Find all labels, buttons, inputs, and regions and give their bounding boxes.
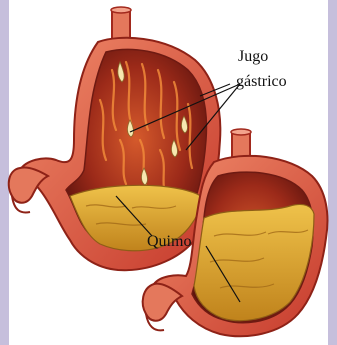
label-gastrico: gástrico [236, 73, 287, 91]
label-quimo: Quimo [147, 233, 191, 251]
stomach-secreting-juice [9, 7, 221, 270]
label-jugo: Jugo [238, 48, 268, 66]
